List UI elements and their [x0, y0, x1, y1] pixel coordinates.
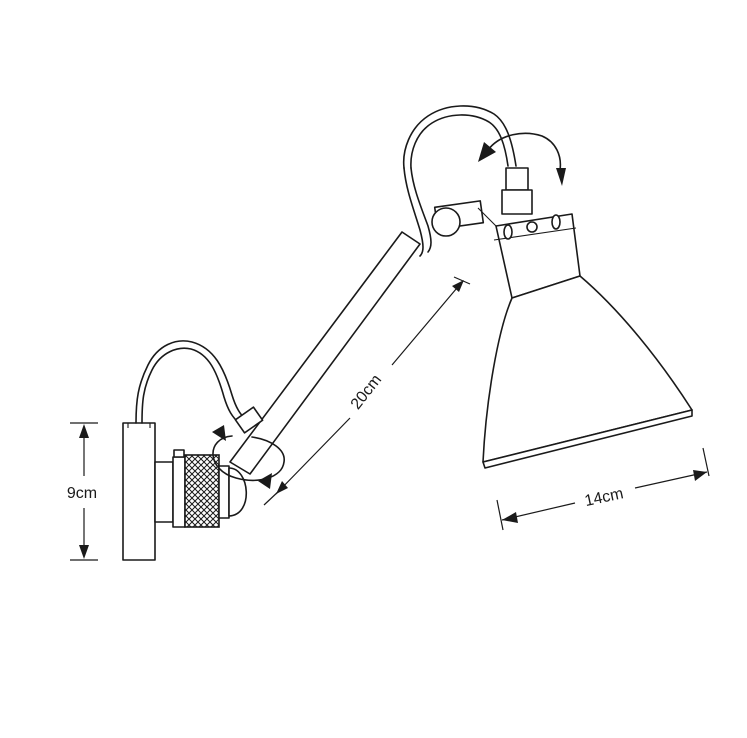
- power-cord: [135, 105, 517, 425]
- lamp-shade: [482, 167, 693, 469]
- lower-rotation-arrow-icon: [212, 425, 285, 489]
- wall-mount-plate: [122, 422, 156, 561]
- shade-diameter-label: 14cm: [583, 485, 625, 510]
- upper-joint: [431, 200, 497, 237]
- arm-length-label: 20cm: [348, 372, 385, 413]
- height-dimension: 9cm: [67, 422, 98, 561]
- upper-rotation-arrow-icon: [478, 132, 566, 186]
- height-label: 9cm: [67, 485, 97, 502]
- shade-diameter-dimension: 14cm: [496, 447, 710, 531]
- lamp-arm: [229, 231, 421, 475]
